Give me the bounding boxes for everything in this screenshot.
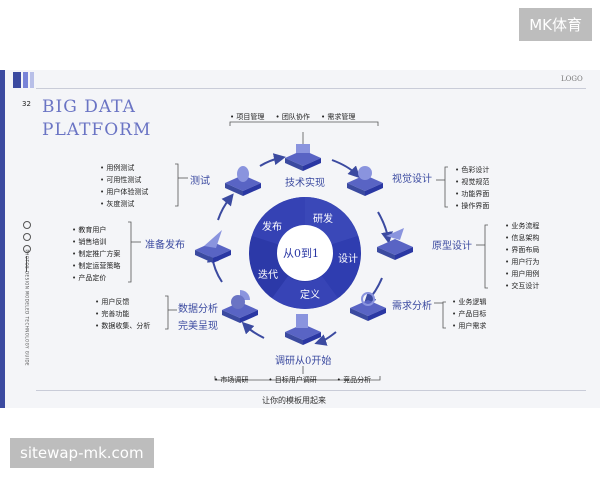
deco-circle-2: [23, 233, 31, 241]
top-bracket: [229, 121, 379, 126]
list-item: 教育用户: [72, 224, 120, 236]
stage-label-proto: 原型设计: [432, 241, 472, 252]
deco-circle-3: [23, 245, 31, 253]
test-bracket: [175, 163, 179, 207]
watermark-badge: MK体育: [519, 8, 592, 41]
icon-platform-tech: [285, 144, 321, 171]
list-item: 用户行为: [505, 256, 539, 268]
wheel-segment-define: 定义: [300, 290, 320, 301]
list-item: 色彩设计: [455, 164, 489, 176]
list-bottom-item: • 竞品分析: [336, 376, 372, 384]
icon-platform-data: [222, 290, 258, 323]
list-item: 制定推广方案: [72, 248, 120, 260]
list-bottom-item: • 市场调研: [214, 376, 249, 384]
cycle-arrow-1: [331, 159, 361, 179]
list-item: 制定运营策略: [72, 260, 120, 272]
list-bottom-item: • 目标用户调研: [268, 376, 317, 384]
list-release: 教育用户 销售培训 制定推广方案 制定运营策略 产品定价: [72, 224, 120, 284]
list-item: 用户用例: [505, 268, 539, 280]
wheel-segment-release: 发布: [262, 222, 282, 233]
list-item: 完善功能: [95, 308, 150, 320]
list-item: 产品目标: [452, 308, 486, 320]
stage-label-data-analysis: 数据分析: [178, 304, 218, 315]
list-item: 交互设计: [505, 280, 539, 292]
list-item: 界面布局: [505, 244, 539, 256]
list-test: 用例测试 可用性测试 用户体验测试 灰度测试: [100, 162, 148, 210]
stage-label-test: 测试: [190, 176, 210, 187]
list-item: 业务流程: [505, 220, 539, 232]
stage-label-tech: 技术实现: [285, 178, 325, 189]
watermark-url: sitewap-mk.com: [10, 438, 154, 468]
logo-text: LOGO: [561, 75, 583, 83]
header-block-1: [13, 72, 21, 88]
header-block-2: [23, 72, 28, 88]
icon-platform-test: [225, 166, 261, 196]
footer-text: 让你的模板用起来: [262, 396, 326, 405]
list-item: 用户反馈: [95, 296, 150, 308]
deco-divider: [26, 256, 27, 272]
central-wheel: [249, 197, 361, 309]
list-item: 数据收集、分析: [95, 320, 150, 332]
list-item: 操作界面: [455, 200, 489, 212]
slide: 32 BIG DATA PLATFORM LOGO PHOTOS DESIGN …: [0, 70, 600, 408]
wheel-center-label: 从0到1: [283, 247, 319, 260]
list-item: 业务逻辑: [452, 296, 486, 308]
list-data: 用户反馈 完善功能 数据收集、分析: [95, 296, 150, 332]
list-proto: 业务流程 信息架构 界面布局 用户行为 用户用例 交互设计: [505, 220, 539, 292]
stage-label-visual: 视觉设计: [392, 174, 432, 185]
list-item: 用户体验测试: [100, 186, 148, 198]
cycle-arrow-4: [314, 331, 337, 346]
title-line-1: BIG DATA: [42, 97, 136, 117]
process-diagram: [128, 121, 488, 381]
icon-platform-release: [195, 230, 231, 263]
list-top-item: • 需求管理: [321, 113, 356, 121]
list-item: 用例测试: [100, 162, 148, 174]
stage-label-data-presentation: 完美呈现: [178, 321, 218, 332]
icon-platform-demand: [350, 292, 386, 321]
bottom-bracket: [214, 376, 381, 381]
demand-bracket: [442, 301, 446, 329]
cycle-arrow-8: [259, 153, 286, 167]
icon-platform-research: [285, 314, 321, 345]
list-item: 用户需求: [452, 320, 486, 332]
cycle-arrow-3: [363, 277, 383, 305]
footer-line: [36, 390, 586, 391]
stage-label-demand: 需求分析: [392, 301, 432, 312]
wheel-segment-design: 设计: [338, 254, 358, 265]
stage-label-release: 准备发布: [145, 240, 185, 251]
visual-bracket: [444, 166, 448, 208]
left-accent-bar: [0, 70, 5, 408]
list-item: 信息架构: [505, 232, 539, 244]
list-top-item: • 项目管理: [230, 113, 265, 121]
cycle-arrow-5: [241, 321, 265, 339]
wheel-segment-iterate: 迭代: [258, 270, 278, 281]
list-visual: 色彩设计 视觉规范 功能界面 操作界面: [455, 164, 489, 212]
list-item: 产品定价: [72, 272, 120, 284]
release-bracket: [128, 221, 132, 283]
stage-label-research: 调研从0开始: [275, 356, 332, 367]
list-top-item: • 团队协作: [275, 113, 310, 121]
proto-bracket: [484, 224, 488, 289]
list-item: 可用性测试: [100, 174, 148, 186]
wheel-segment-develop: 研发: [313, 214, 333, 225]
header-line: [36, 88, 586, 89]
header-block-3: [30, 72, 34, 88]
deco-circle-1: [23, 221, 31, 229]
list-bottom: • 市场调研 • 目标用户调研 • 竞品分析: [214, 375, 371, 385]
list-item: 销售培训: [72, 236, 120, 248]
icon-platform-proto: [377, 228, 413, 260]
data-bracket: [165, 295, 169, 330]
list-item: 视觉规范: [455, 176, 489, 188]
list-top: • 项目管理 • 团队协作 • 需求管理: [230, 112, 355, 122]
connectors: [128, 121, 488, 381]
list-item: 灰度测试: [100, 198, 148, 210]
cycle-arrow-7: [217, 193, 234, 221]
page-number: 32: [22, 100, 31, 108]
icon-platform-visual: [347, 166, 383, 196]
cycle-arrow-2: [377, 211, 393, 244]
list-item: 功能界面: [455, 188, 489, 200]
title-line-2: PLATFORM: [42, 120, 152, 140]
list-demand: 业务逻辑 产品目标 用户需求: [452, 296, 486, 332]
cycle-arrows: [206, 153, 393, 346]
